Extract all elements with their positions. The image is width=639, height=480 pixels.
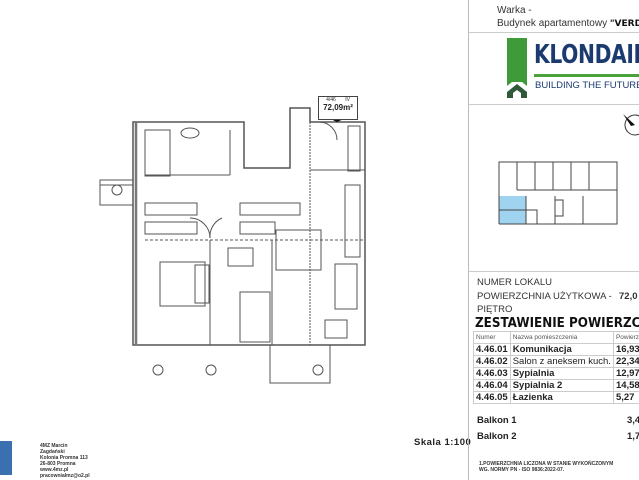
column-room-name: Nazwa pomieszczenia	[509, 331, 614, 344]
logo-name: KLONDAIK	[534, 40, 639, 70]
scale-label: Skala 1:100	[414, 437, 472, 448]
floor-plan: .	[99, 107, 366, 384]
balcony-2-label: Balkon 2	[477, 431, 517, 442]
company-line: 4MZ Marcin	[40, 443, 68, 449]
logo-underline	[534, 74, 639, 77]
balcony-1-label: Balkon 1	[477, 415, 517, 426]
footnote: 1.POWIERZCHNIA LICZONA W STANIE WYKOŃCZO…	[479, 461, 614, 473]
floor-label: PIĘTRO	[477, 304, 513, 315]
unit-area-tag: 72,09m²	[323, 103, 353, 112]
compass-icon	[623, 114, 639, 136]
usable-area-label: POWIERZCHNIA UŻYTKOWA -	[477, 291, 612, 302]
project-title: Warka - Budynek apartamentowy "VERDI"	[497, 4, 639, 31]
company-line: Zagdański	[40, 449, 65, 455]
company-logo-icon	[0, 441, 12, 475]
column-area: Powierzchn	[612, 331, 639, 344]
unit-number-label: NUMER LOKALU	[477, 277, 552, 288]
company-email[interactable]: pracowniaImz@o2.pl	[40, 473, 90, 479]
unit-number-tag: 4/46	[326, 97, 336, 103]
logo-tagline: BUILDING THE FUTURE	[535, 80, 639, 91]
building-key-plan	[498, 161, 618, 225]
company-line: Kolonia Promna 113	[40, 455, 88, 461]
column-number: Numer	[473, 331, 511, 344]
table-header: Numer Nazwa pomieszczenia Powierzchn	[473, 331, 639, 344]
info-panel: Warka - Budynek apartamentowy "VERDI" KL…	[468, 0, 639, 480]
company-line: 26-803 Promna	[40, 461, 76, 467]
svg-text:.: .	[300, 341, 301, 347]
building-name: "VERDI"	[609, 19, 639, 29]
company-link[interactable]: www.4mz.pl	[40, 467, 69, 473]
klondaik-logo-icon	[507, 38, 527, 98]
project-location: Warka -	[497, 5, 532, 16]
balcony-1-area: 3,4	[627, 415, 639, 426]
unit-tag: 4/46 IV 72,09m²	[318, 96, 358, 120]
usable-area-value: 72,0	[619, 291, 638, 302]
building-prefix: Budynek apartamentowy	[497, 18, 608, 29]
area-table: Numer Nazwa pomieszczenia Powierzchn 4.4…	[473, 331, 639, 404]
balcony-2-area: 1,7	[627, 431, 639, 442]
company-info: 4MZ Marcin Zagdański Kolonia Promna 113 …	[40, 443, 90, 479]
floor-tag: IV	[345, 97, 350, 103]
summary-title: ZESTAWIENIE POWIERZCHNI:	[475, 316, 639, 331]
